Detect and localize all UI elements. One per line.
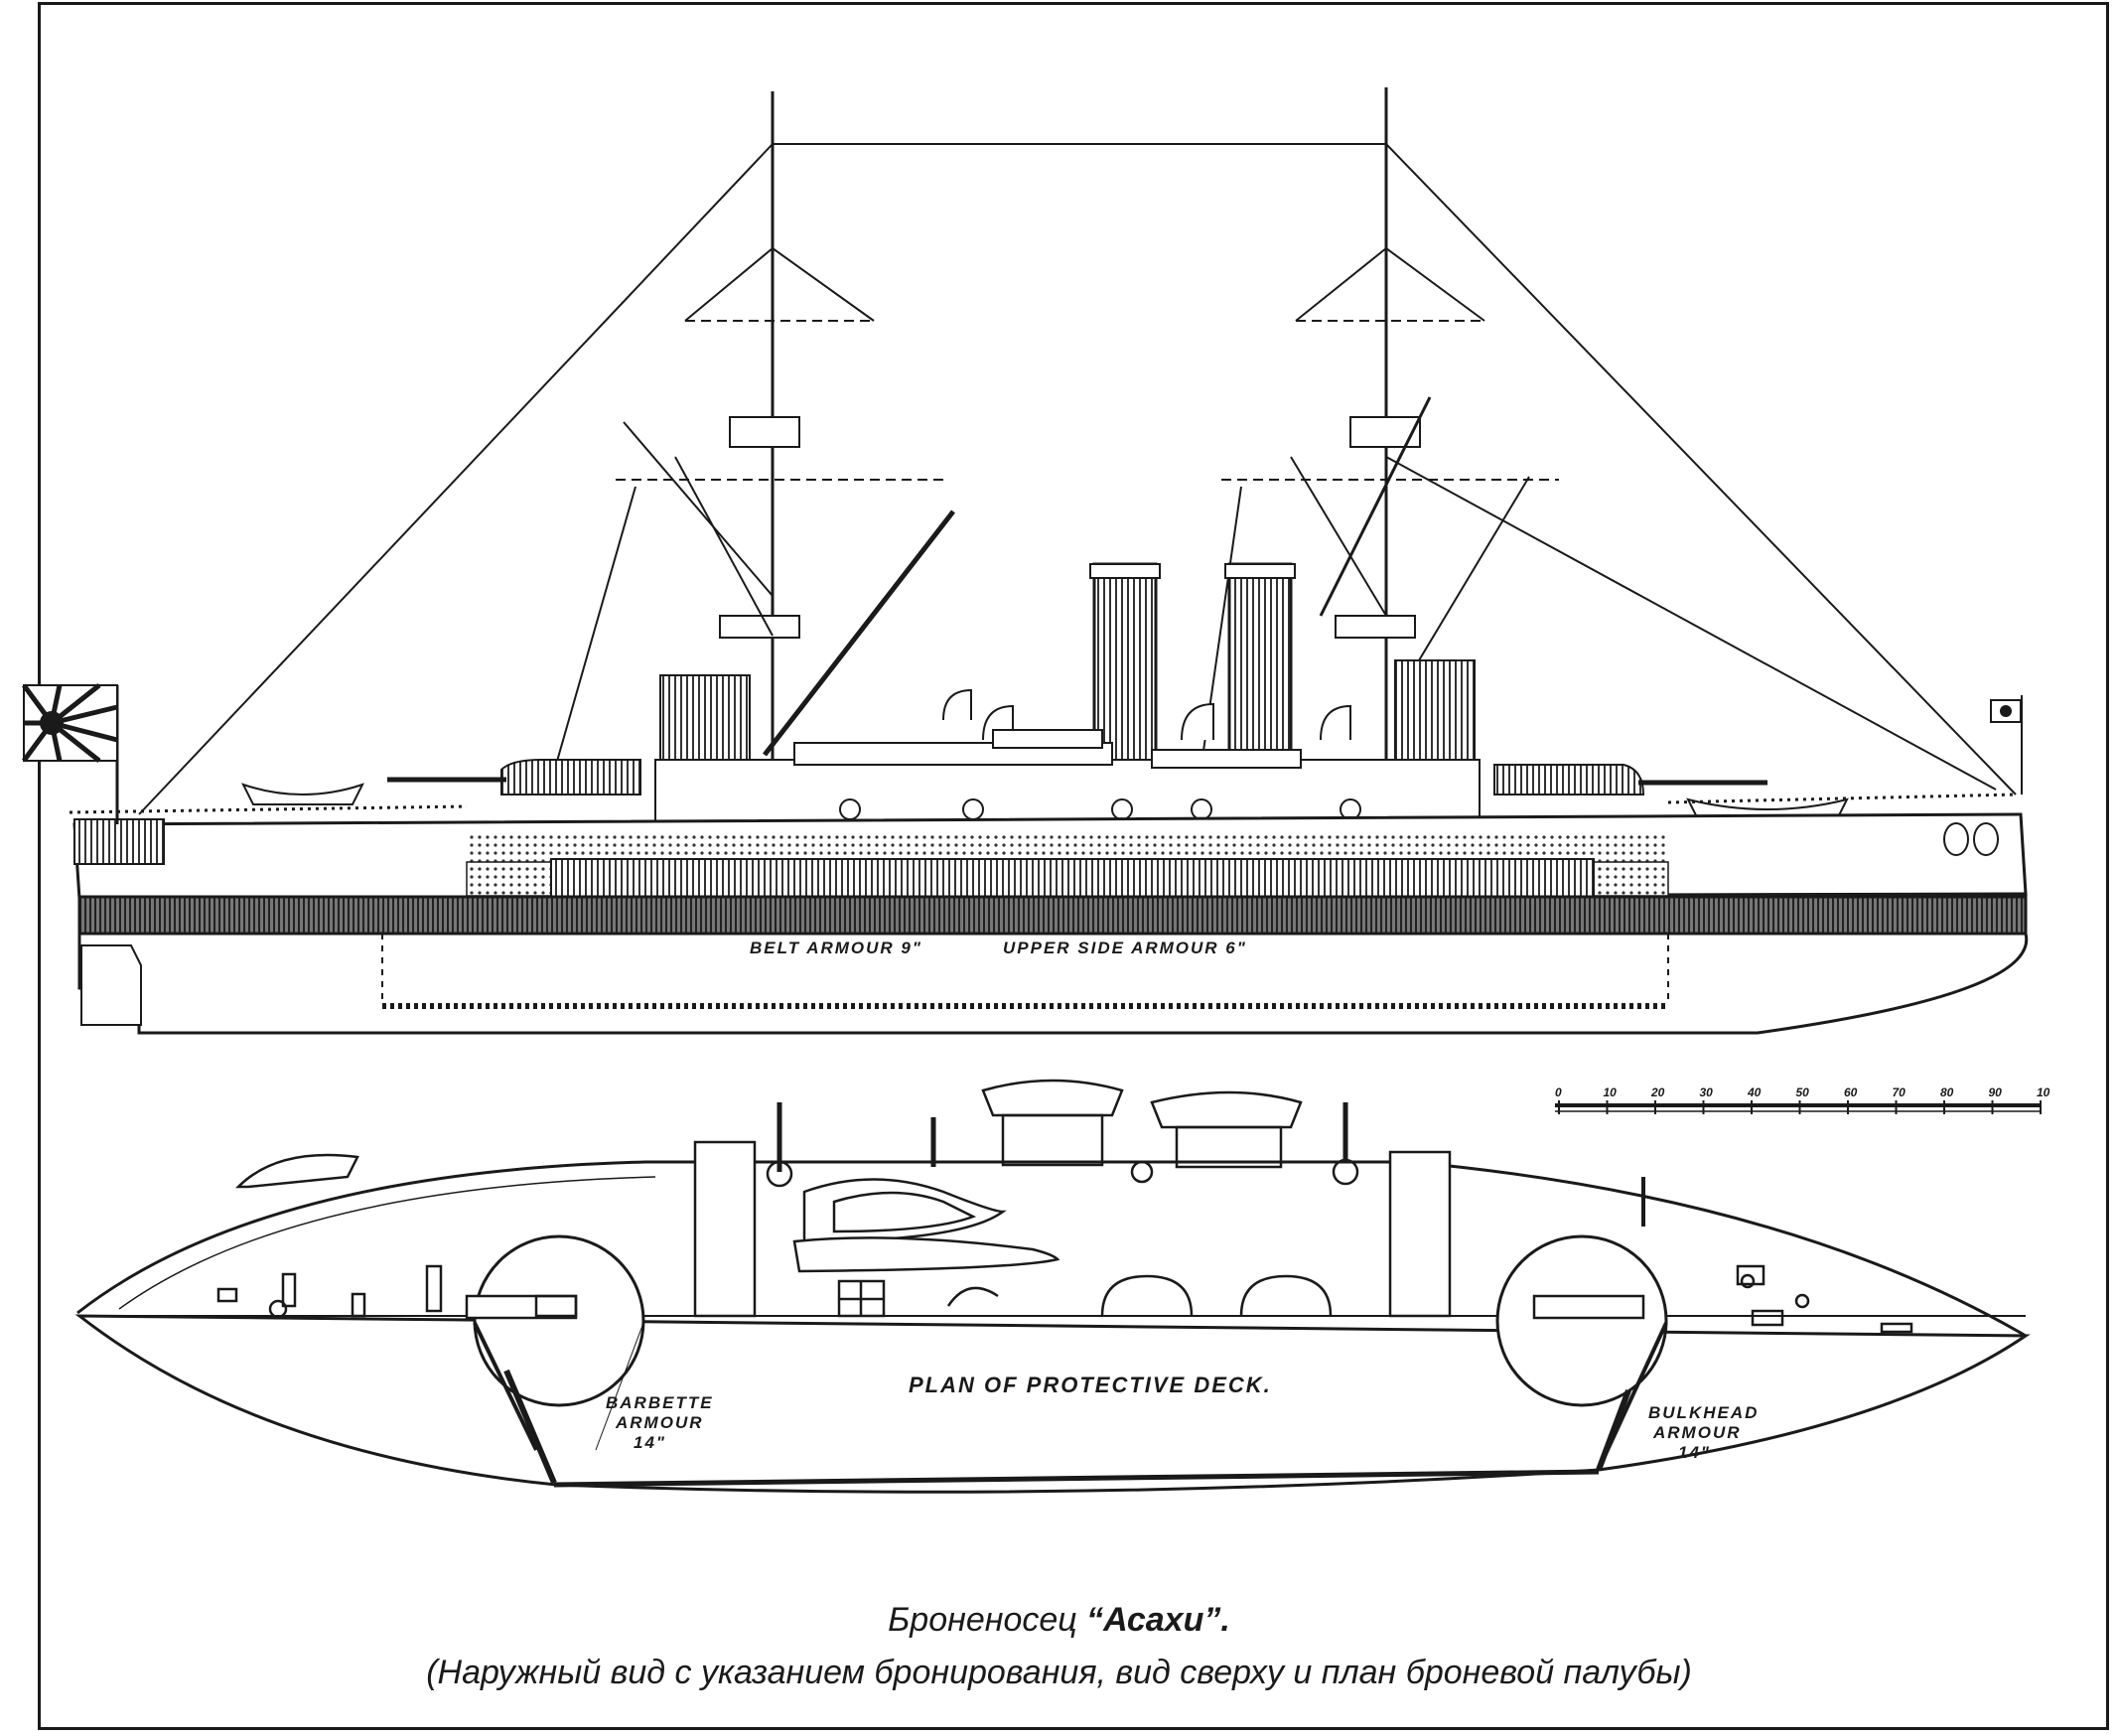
aft-turret: [1493, 764, 1645, 796]
scale-tick-label: 50: [1796, 1085, 1810, 1099]
fore-barbette: [473, 1234, 645, 1407]
rising-sun-ensign: [21, 683, 119, 824]
protective-deck-label: PLAN OF PROTECTIVE DECK.: [909, 1373, 1272, 1397]
scale-tick-label: 10: [2037, 1085, 2050, 1099]
derrick-boom: [763, 509, 955, 757]
upper-side-armour: [550, 858, 1595, 900]
fore-funnel: [1092, 562, 1158, 765]
barbette-label-3: 14": [634, 1433, 666, 1452]
aft-funnel: [1227, 562, 1293, 765]
side-elevation: [69, 87, 2029, 1035]
belt-armour: [77, 895, 2028, 937]
caption-ship-name: “Асахи”.: [1086, 1601, 1230, 1639]
caption-title: Броненосец “Асахи”.: [0, 1601, 2118, 1640]
fore-bridge: [659, 674, 751, 771]
scale-tick-label: 0: [1555, 1085, 1562, 1099]
scale-tick-label: 60: [1844, 1085, 1858, 1099]
bulkhead-label-3: 14": [1678, 1443, 1711, 1462]
scale-tick-label: 10: [1604, 1085, 1618, 1099]
aft-bridge: [1394, 659, 1476, 771]
scale-tick-label: 80: [1940, 1085, 1954, 1099]
fore-fighting-top: [729, 416, 800, 448]
barbette-label-1: BARBETTE: [606, 1393, 714, 1412]
barbette-label-2: ARMOUR: [615, 1413, 704, 1432]
caption-subtitle: (Наружный вид с указанием бронирования, …: [426, 1654, 1692, 1691]
drawing-frame: [38, 2, 2109, 1730]
fore-bulkhead: [503, 1369, 557, 1485]
belt-armour-label: BELT ARMOUR 9": [750, 939, 922, 957]
scale-tick-label: 20: [1650, 1085, 1665, 1099]
back-stay: [1385, 143, 2017, 796]
scale-tick-label: 70: [1893, 1085, 1906, 1099]
fore-stay: [138, 143, 774, 815]
scale-tick-label: 30: [1700, 1085, 1714, 1099]
main-fighting-top: [1349, 416, 1421, 448]
rudder: [80, 944, 142, 1026]
caption-title-prefix: Броненосец: [888, 1601, 1087, 1639]
fore-casemate: [693, 1140, 757, 1318]
aft-barbette: [1495, 1234, 1668, 1407]
upper-deck-outline: [76, 1160, 2027, 1338]
bulkhead-label-1: BULKHEAD: [1648, 1403, 1759, 1422]
bulkhead-label-2: ARMOUR: [1652, 1423, 1742, 1442]
fore-turret: [500, 759, 641, 796]
scale-bar: 0 10 20 30 40 50 60 70 80 90 10: [1555, 1085, 2050, 1114]
scale-tick-label: 40: [1747, 1085, 1762, 1099]
deck-plan: [74, 1079, 2031, 1494]
aft-bulkhead: [1596, 1388, 1631, 1472]
aft-casemate: [1388, 1150, 1452, 1318]
upper-side-armour-label: UPPER SIDE ARMOUR 6": [1003, 939, 1247, 957]
scale-tick-label: 90: [1989, 1085, 2003, 1099]
